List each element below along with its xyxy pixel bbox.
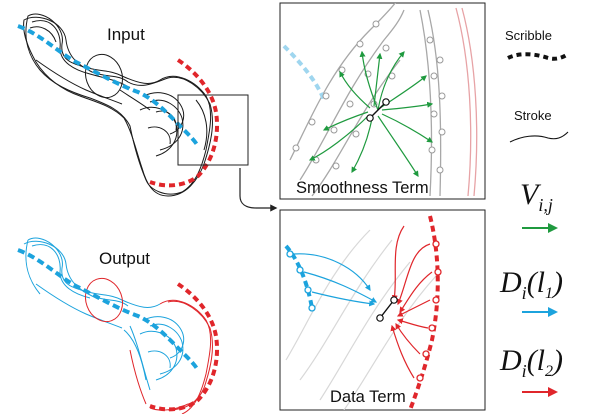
output-red-scribble bbox=[149, 282, 219, 412]
d-i-l2-symbol: Di(l2) bbox=[499, 344, 563, 381]
output-blue-scribble bbox=[17, 248, 200, 372]
input-red-scribble bbox=[149, 58, 219, 188]
data-term-label: Data Term bbox=[330, 388, 406, 406]
scribble-legend-label: Scribble bbox=[505, 28, 552, 43]
input-label: Input bbox=[107, 25, 145, 44]
zoom-box bbox=[177, 94, 249, 166]
data-term-content bbox=[284, 215, 442, 410]
output-label: Output bbox=[99, 249, 150, 268]
blue-data-arrows bbox=[293, 253, 378, 307]
smoothness-content bbox=[282, 3, 478, 197]
smoothness-arrows bbox=[308, 50, 434, 178]
connector-arrow bbox=[239, 168, 278, 212]
input-blue-scribble bbox=[17, 24, 200, 148]
smoothness-term-label: Smoothness Term bbox=[296, 179, 429, 197]
scribble-legend-swatch bbox=[507, 52, 570, 61]
stroke-legend-swatch bbox=[509, 131, 569, 143]
v-ij-symbol: Vi,j bbox=[520, 178, 553, 215]
faded-red-strokes bbox=[455, 7, 478, 197]
input-sketch bbox=[23, 13, 213, 197]
red-data-arrows bbox=[390, 225, 433, 379]
stroke-legend-label: Stroke bbox=[514, 108, 552, 123]
d-i-l1-symbol: Di(l1) bbox=[499, 266, 563, 303]
